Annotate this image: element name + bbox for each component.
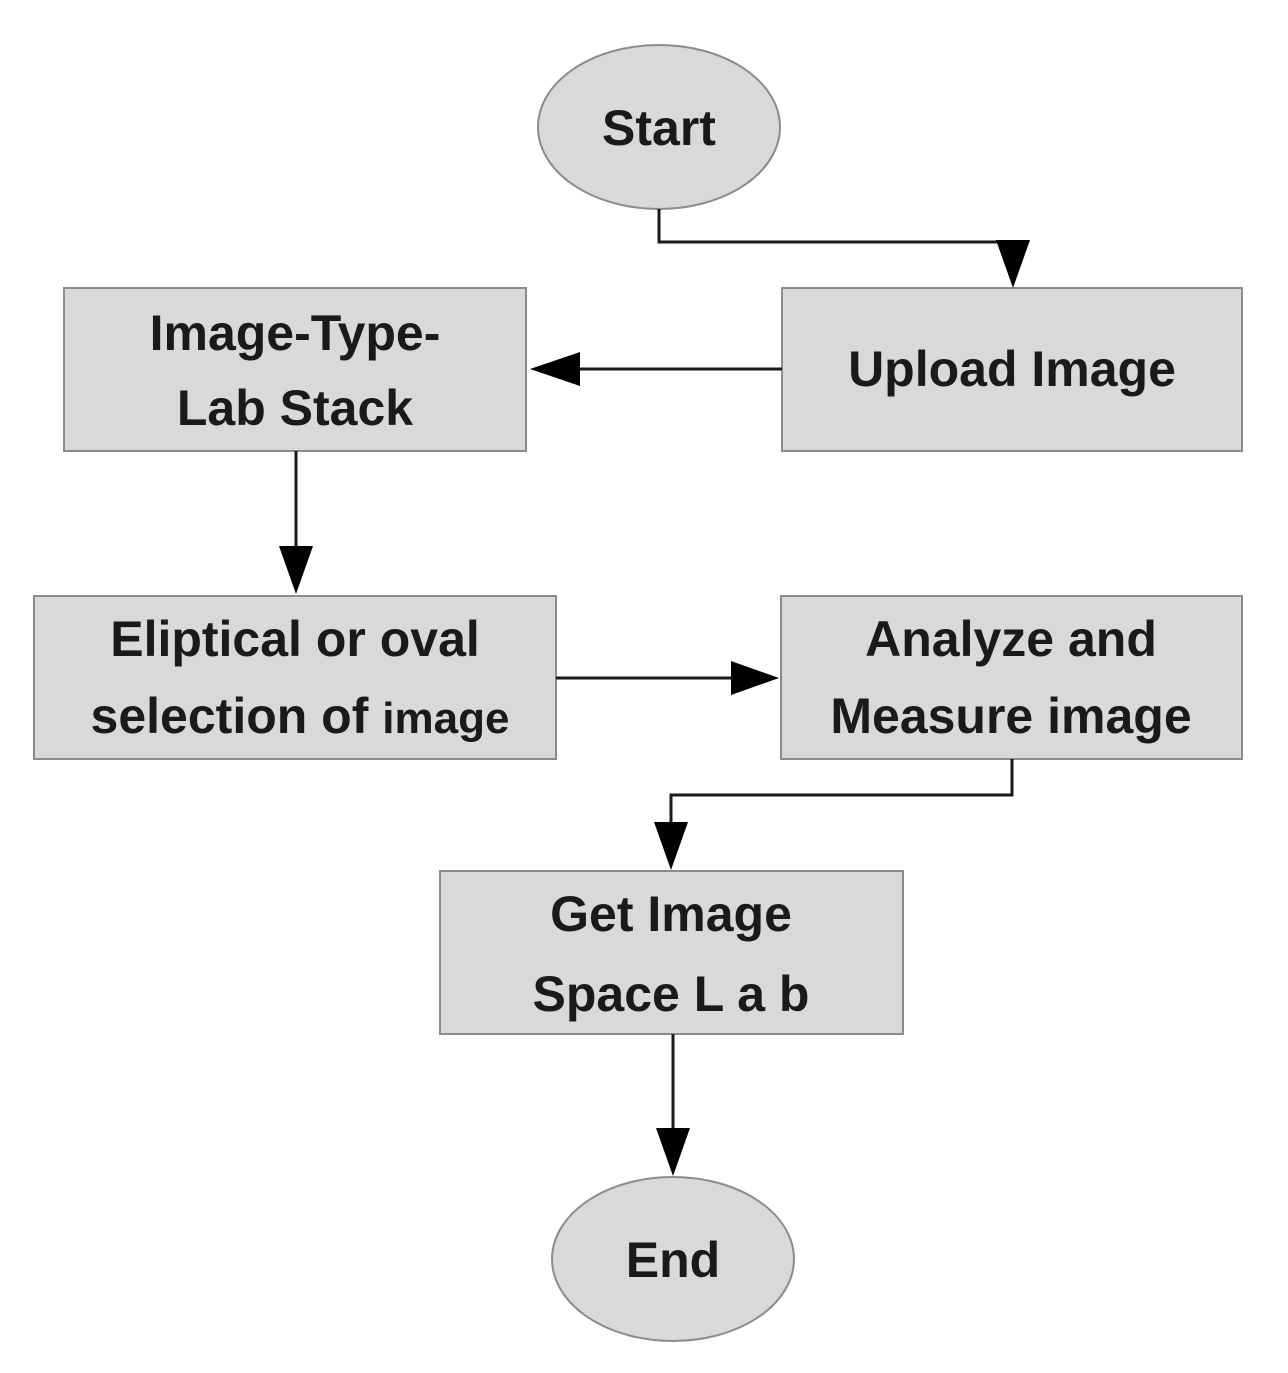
connector-analyze-to-lab-line bbox=[669, 759, 1014, 833]
connector-lab-to-end bbox=[656, 1034, 690, 1176]
analyze-measure-node: Analyze and Measure image bbox=[780, 595, 1243, 760]
end-node: End bbox=[551, 1176, 795, 1342]
image-type-lab-stack-box bbox=[63, 287, 527, 452]
elliptical-selection-line2-b: image bbox=[382, 694, 509, 743]
analyze-measure-line2: Measure image bbox=[830, 688, 1191, 744]
get-image-space-lab-line2: Space L a b bbox=[533, 966, 810, 1022]
end-ellipse bbox=[551, 1176, 795, 1342]
image-type-lab-stack-line1: Image-Type- bbox=[150, 305, 441, 361]
arrowhead-left-icon bbox=[530, 352, 580, 386]
analyze-measure-line1: Analyze and bbox=[865, 611, 1157, 667]
connector-stack-to-selection bbox=[279, 451, 313, 594]
connector-analyze-to-lab bbox=[654, 759, 1014, 870]
upload-image-node: Upload Image bbox=[781, 287, 1243, 452]
arrowhead-right-icon bbox=[731, 661, 779, 695]
connector-start-to-upload bbox=[657, 209, 1030, 288]
get-image-space-lab-line1: Get Image bbox=[550, 886, 792, 942]
start-node: Start bbox=[537, 44, 781, 210]
upload-image-label: Upload Image bbox=[848, 341, 1176, 397]
get-image-space-lab-node: Get Image Space L a b bbox=[439, 870, 904, 1035]
arrowhead-down-icon bbox=[279, 546, 313, 594]
elliptical-selection-line1: Eliptical or oval bbox=[110, 611, 480, 667]
elliptical-selection-line2-a: selection of bbox=[91, 688, 383, 744]
elliptical-selection-node: Eliptical or oval selection of image bbox=[33, 595, 557, 760]
upload-image-box bbox=[781, 287, 1243, 452]
arrowhead-down-icon bbox=[996, 240, 1030, 288]
image-type-lab-stack-node: Image-Type- Lab Stack bbox=[63, 287, 527, 452]
connector-start-to-upload-line bbox=[657, 209, 1015, 252]
elliptical-selection-box bbox=[33, 595, 557, 760]
start-label: Start bbox=[602, 100, 716, 156]
arrowhead-down-icon bbox=[654, 822, 688, 870]
image-type-lab-stack-line2: Lab Stack bbox=[177, 380, 413, 436]
end-label: End bbox=[626, 1232, 720, 1288]
connector-upload-to-stack bbox=[530, 352, 782, 386]
analyze-measure-box bbox=[780, 595, 1243, 760]
arrowhead-down-icon bbox=[656, 1128, 690, 1176]
elliptical-selection-line2: selection of image bbox=[91, 688, 510, 744]
connector-selection-to-analyze bbox=[556, 661, 779, 695]
